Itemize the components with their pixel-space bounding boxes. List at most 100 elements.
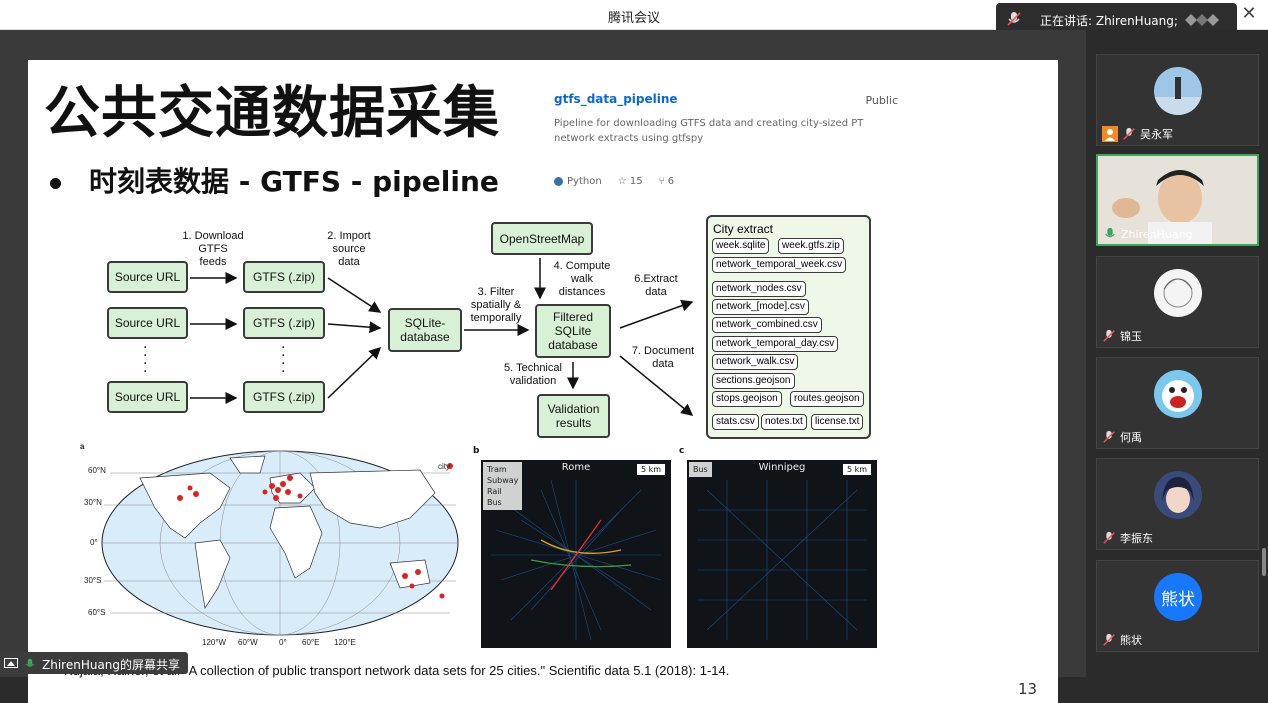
winnipeg-legend: Bus [689,462,712,477]
language-dot-icon [554,176,563,186]
participant-name: 锦玉 [1102,328,1142,344]
gtfs-zip-box-3: GTFS (.zip) [243,381,325,413]
file-chip: routes.geojson [790,391,864,407]
winnipeg-title: Winnipeg [758,462,806,473]
file-chip: license.txt [811,414,864,430]
validation-results-box: Validation results [537,394,610,438]
sidebar-scrollbar[interactable] [1262,548,1266,576]
source-url-box-2: Source URL [107,307,188,339]
repo-stars: ☆ 15 [617,176,643,187]
legend-item: Bus [693,465,708,474]
avatar-text: 熊状 [1154,573,1202,621]
participant-tile-active[interactable]: ZhirenHuang [1096,154,1259,246]
screen-share-label: ZhirenHuang的屏幕共享 [0,652,189,674]
participants-sidebar: 吴永军 ZhirenHuang 锦玉 何禹 李振东 熊状 [1086,30,1268,677]
slide-title: 公共交通数据采集 [44,81,500,146]
gtfs-zip-box-2: GTFS (.zip) [243,307,325,339]
mic-muted-icon [1103,329,1115,342]
step3-label: 3. Filter spatially & temporally [470,286,522,324]
legend-item: Tram [487,465,507,474]
close-icon[interactable]: ✕ [1241,3,1257,24]
mic-icon [1105,227,1115,238]
ellipsis-vertical-1: ···· [143,340,148,380]
mic-muted-icon [1103,430,1115,443]
file-chip: network_nodes.csv [712,281,806,297]
openstreetmap-box: OpenStreetMap [491,222,593,255]
step6-label: 6.Extract data [634,273,678,298]
avatar [1154,370,1202,418]
participant-name: 熊状 [1102,632,1142,648]
filtered-sqlite-box: Filtered SQLite database [535,304,611,358]
winnipeg-network-graphic [697,480,867,640]
screen-share-icon [4,658,18,668]
lon-label: 120°E [334,638,356,647]
file-chip: sections.geojson [712,373,795,389]
lat-label: 60°S [88,608,106,617]
file-chip: week.gtfs.zip [778,238,844,254]
repo-description: Pipeline for downloading GTFS data and c… [554,118,864,144]
repo-meta: Python ☆ 15 ⑂ 6 [554,176,898,187]
legend-item: Rail [487,487,502,496]
rome-legend: Tram Subway Rail Bus [483,462,523,510]
lat-label: 30°N [84,498,102,507]
file-chip: network_walk.csv [712,354,799,370]
legend-item: Subway [487,476,519,485]
source-url-box-1: Source URL [107,261,188,293]
world-map-figure: a [80,442,464,652]
file-chip: network_[mode].csv [712,299,809,315]
participant-name: 吴永军 [1102,126,1173,142]
participant-tile[interactable]: 何禹 [1096,357,1259,449]
bullet-text: 时刻表数据 - GTFS - pipeline [89,165,499,198]
winnipeg-scale: 5 km [842,464,871,475]
figure-b-label: b [473,446,480,456]
figure-c-label: c [679,446,685,456]
file-chip: week.sqlite [712,238,770,254]
lon-label: 0° [279,638,287,647]
repo-name[interactable]: gtfs_data_pipeline [554,92,678,106]
lon-label: 120°W [202,638,227,647]
step4-label: 4. Compute walk distances [553,260,611,298]
mic-muted-icon [1103,531,1115,544]
file-chip: stops.geojson [712,391,782,407]
rome-network-map: b Tram Subway Rail Bus Rome 5 km [473,446,671,648]
figure-a-label: a [80,442,85,451]
speaker-avatars-icon [1185,14,1219,26]
slide-page-number: 13 [1018,680,1038,698]
participant-name: ZhirenHuang [1103,227,1193,241]
slide-bullet: 时刻表数据 - GTFS - pipeline [50,160,499,200]
step7-label: 7. Document data [631,345,695,370]
repo-forks: ⑂ 6 [658,176,675,187]
gtfs-zip-box-1: GTFS (.zip) [243,261,325,293]
participant-tile[interactable]: 吴永军 [1096,54,1259,146]
participant-name: 李振东 [1102,530,1153,546]
step2-label: 2. Import source data [327,230,371,268]
step1-label: 1. Download GTFS feeds [182,230,244,268]
file-chip: network_temporal_day.csv [712,336,839,352]
participant-tile[interactable]: 锦玉 [1096,256,1259,348]
repo-visibility: Public [865,94,898,107]
avatar [1154,269,1202,317]
city-extract-box: City extract week.sqlite week.gtfs.zip n… [706,215,871,439]
file-chip: network_temporal_week.csv [712,257,847,273]
participant-name: 何禹 [1102,429,1142,445]
lat-label: 30°S [84,576,102,585]
step5-label: 5. Technical validation [504,362,562,387]
participant-tile[interactable]: 李振东 [1096,458,1259,550]
pipeline-arrows [190,258,694,416]
file-chip: notes.txt [761,414,807,430]
shared-screen: 公共交通数据采集 时刻表数据 - GTFS - pipeline gtfs_da… [0,30,1086,703]
participant-tile[interactable]: 熊状 熊状 [1096,560,1259,652]
lon-label: 60°E [302,638,320,647]
bullet-dot [50,177,61,189]
window-title: 腾讯会议 [607,11,660,26]
mic-muted-icon [1007,12,1021,26]
rome-network-graphic [491,479,662,641]
file-chip: stats.csv [712,414,759,430]
person-icon [1102,126,1118,142]
winnipeg-network-map: c Bus Winnipeg 5 km [679,446,877,648]
screen-share-text: ZhirenHuang的屏幕共享 [42,657,181,672]
slide-citation: Kujala, Rainer, et al. "A collection of … [64,663,730,678]
rome-title: Rome [561,462,591,473]
repo-language: Python [554,176,602,187]
map-legend-city: city [438,462,450,471]
